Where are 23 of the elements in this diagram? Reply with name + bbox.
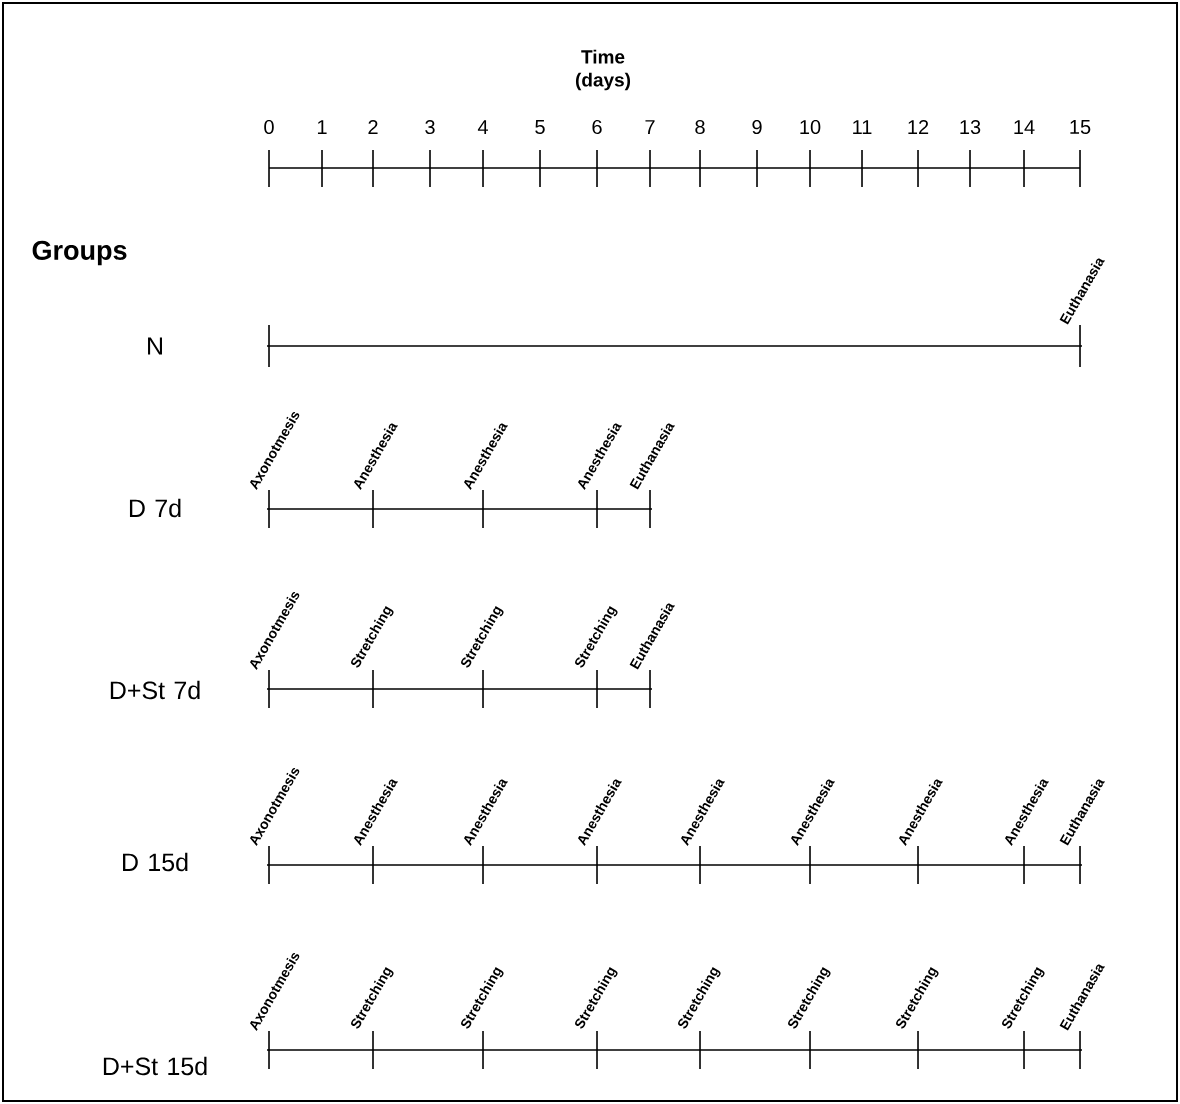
tick-label: 11 [853, 120, 872, 134]
tick-label: 3 [425, 119, 435, 135]
group-heading: Groups [32, 240, 127, 266]
tick-label: 0 [264, 119, 274, 135]
tick-label: 10 [800, 119, 821, 135]
group-label: D 7d [129, 498, 181, 518]
tick-label: 1 [317, 120, 327, 134]
tick-label: 9 [752, 119, 762, 135]
tick-label: 6 [592, 119, 602, 135]
tick-label: 12 [908, 120, 929, 134]
tick-label: 14 [1014, 120, 1035, 134]
group-label: D 15d [123, 852, 188, 872]
tick-label: 8 [695, 119, 705, 135]
group-label: D+St 7d [110, 680, 200, 700]
group-label: N [148, 337, 162, 355]
axis-title: Time (days) [575, 49, 631, 91]
tick-label: 5 [535, 120, 545, 134]
tick-label: 13 [960, 119, 981, 135]
group-label: D+St 15d [103, 1056, 207, 1076]
tick-label: 4 [477, 120, 488, 134]
tick-label: 7 [645, 120, 655, 134]
tick-label: 15 [1070, 120, 1091, 134]
tick-label: 2 [368, 120, 378, 134]
